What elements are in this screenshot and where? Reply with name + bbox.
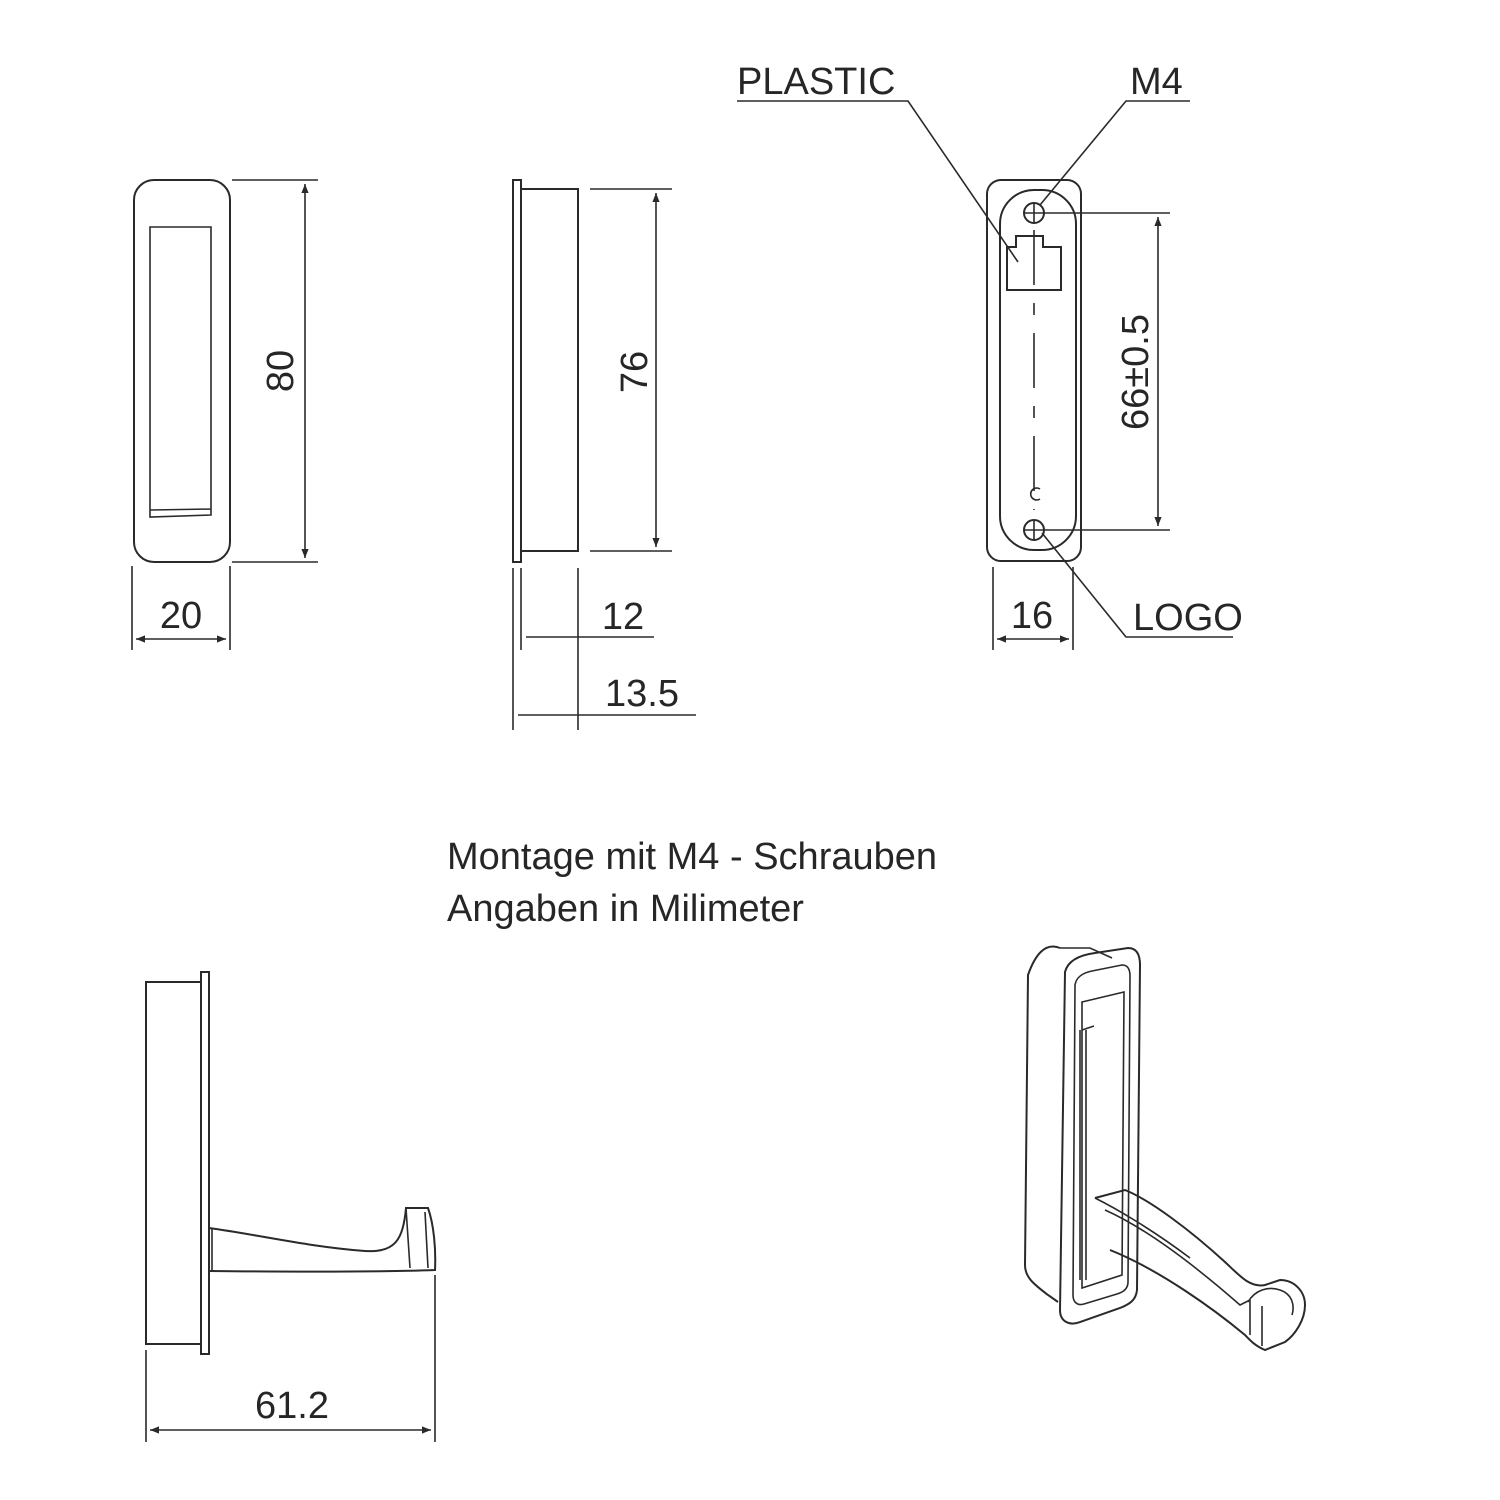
dim-front-height: 80 — [260, 350, 302, 392]
callout-plastic: PLASTIC — [737, 61, 895, 103]
plastic-insert — [1006, 235, 1062, 291]
front-view: 80 20 — [131, 179, 318, 650]
front-recess — [149, 226, 212, 518]
iso-front-frame — [1058, 946, 1142, 1325]
front-outline — [133, 179, 231, 563]
hook-side-view: 61.2 — [145, 971, 437, 1442]
dim-front-width: 20 — [160, 595, 202, 637]
back-inner-slot — [999, 189, 1077, 551]
callout-logo: LOGO — [1133, 597, 1243, 639]
side-body — [520, 188, 579, 552]
note-units: Angaben in Milimeter — [447, 888, 804, 930]
side-flange — [512, 179, 522, 563]
hook-flange — [200, 971, 210, 1355]
dim-back-width: 16 — [1011, 595, 1053, 637]
callout-m4: M4 — [1130, 61, 1183, 103]
side-view: 76 12 13.5 — [512, 179, 696, 730]
note-mounting: Montage mit M4 - Schrauben — [447, 836, 938, 878]
iso-back-plate — [1023, 945, 1061, 1303]
dim-hole-spacing: 66±0.5 — [1115, 314, 1157, 430]
hook-arm — [208, 1207, 437, 1273]
logo-mark — [1029, 487, 1041, 501]
dim-side-depth-total: 13.5 — [605, 673, 679, 715]
leader-logo — [1041, 532, 1233, 638]
iso-hook-arm — [1094, 1188, 1307, 1352]
back-outline — [986, 179, 1082, 562]
hook-body — [145, 981, 202, 1345]
dim-side-depth-inner: 12 — [602, 596, 644, 638]
isometric-view — [1023, 945, 1307, 1352]
leader-m4 — [1039, 100, 1190, 206]
dim-side-height: 76 — [614, 351, 656, 393]
back-view: 66±0.5 16 PLASTIC M4 LOGO — [737, 61, 1243, 650]
dim-hook-projection: 61.2 — [255, 1385, 329, 1427]
leader-plastic — [737, 100, 1019, 263]
